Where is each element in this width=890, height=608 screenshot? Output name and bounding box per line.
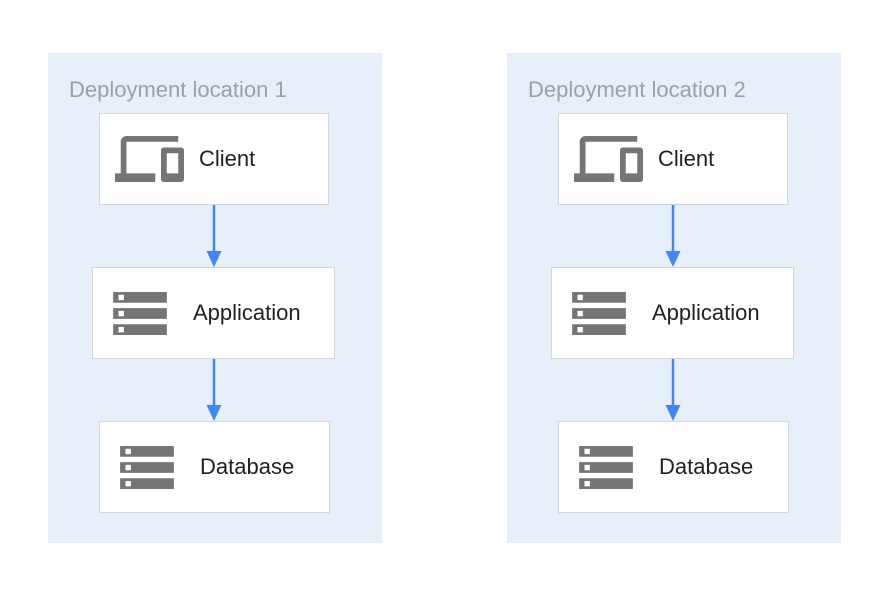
- node-label: Client: [199, 145, 256, 171]
- panel-title: Deployment location 2: [528, 77, 746, 102]
- arrow-application-to-database: [205, 359, 223, 421]
- database-node: Database: [99, 421, 330, 513]
- deployment-location-1-panel: Deployment location 1 Client Application: [48, 53, 382, 543]
- node-label: Application: [193, 299, 301, 325]
- node-label: Application: [652, 299, 760, 325]
- application-node: Application: [92, 267, 335, 359]
- panel-title: Deployment location 1: [69, 77, 287, 102]
- server-stack-icon: [579, 445, 633, 489]
- devices-icon: [115, 136, 184, 182]
- server-stack-icon: [572, 291, 626, 335]
- application-node: Application: [551, 267, 794, 359]
- server-stack-icon: [113, 291, 167, 335]
- arrow-client-to-application: [664, 205, 682, 267]
- arrow-application-to-database: [664, 359, 682, 421]
- database-node: Database: [558, 421, 789, 513]
- client-node: Client: [558, 113, 788, 205]
- client-node: Client: [99, 113, 329, 205]
- node-label: Client: [658, 145, 715, 171]
- server-stack-icon: [120, 445, 174, 489]
- arrow-client-to-application: [205, 205, 223, 267]
- devices-icon: [574, 136, 643, 182]
- node-label: Database: [659, 453, 754, 479]
- node-label: Database: [200, 453, 295, 479]
- deployment-location-2-panel: Deployment location 2 Client Application: [507, 53, 841, 543]
